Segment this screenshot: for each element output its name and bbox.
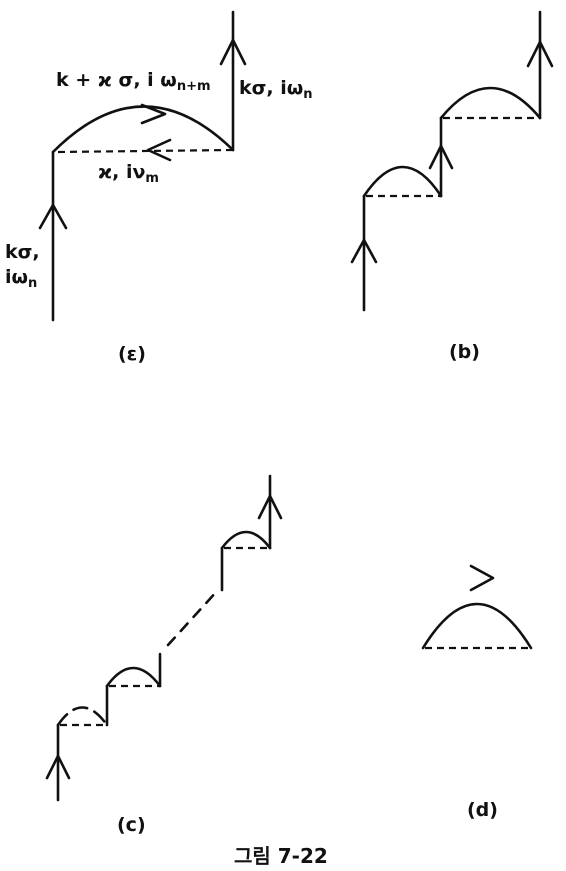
panel-d-arrow <box>469 564 495 592</box>
panel-a-phonon-label: ϰ, iνm <box>98 161 159 186</box>
panel-c-diagram <box>45 474 283 802</box>
panel-b-arrow-1 <box>350 238 378 264</box>
panel-b-diagram <box>350 10 554 312</box>
panel-c-loop-3 <box>220 530 272 550</box>
panel-a-electron-loop <box>51 105 235 154</box>
panel-a-incoming-label-line2-main: iω <box>5 266 29 288</box>
panel-a-loop-arrow <box>140 103 167 125</box>
panel-c-arrow-2 <box>257 494 283 520</box>
panel-a-phonon-label-sub: m <box>145 171 159 186</box>
panel-a-incoming-label-line1: kσ, <box>5 243 40 262</box>
panel-a-outgoing-arrow <box>219 38 247 66</box>
panel-a-diagram <box>38 10 247 322</box>
panel-a-outgoing-label: kσ, iωn <box>239 77 313 102</box>
panel-a-loop-label: k + ϰ σ, i ωn+m <box>56 69 211 94</box>
panel-d-loop <box>421 602 533 650</box>
panel-b-loop-2 <box>439 86 542 120</box>
panel-a-incoming-label-line1-text: kσ, <box>5 241 40 263</box>
panel-d-diagram <box>421 564 533 650</box>
panel-d-label: (d) <box>467 799 498 821</box>
panel-c-arrow-1 <box>45 754 71 780</box>
panel-a-incoming-arrow <box>38 203 68 230</box>
panel-a-incoming-label-line2-sub: n <box>28 276 38 291</box>
panel-a-phonon-label-main: ϰ, iν <box>98 161 146 183</box>
panel-b-arrow-3 <box>526 40 554 68</box>
panel-a-outgoing-label-sub: n <box>303 87 313 102</box>
panel-c-continuation <box>166 588 220 647</box>
panel-b-loop-1 <box>362 165 443 198</box>
panel-c-loop-1 <box>56 706 109 727</box>
panel-a-label: (ε) <box>118 343 146 365</box>
panel-c-label: (c) <box>117 814 146 836</box>
panel-a-loop-label-sub: n+m <box>176 79 211 94</box>
panel-a-loop-label-main: k + ϰ σ, i ω <box>56 69 177 91</box>
panel-c-loop-2 <box>105 666 162 688</box>
panel-a-incoming-label-line2: iωn <box>5 266 38 291</box>
panel-a-phonon-line <box>57 148 233 154</box>
panel-b-arrow-2 <box>428 144 454 170</box>
panel-a-phonon-arrow <box>146 138 172 162</box>
figure-caption: 그림 7-22 <box>234 844 328 868</box>
panel-b-label: (b) <box>449 341 480 363</box>
panel-a-outgoing-label-main: kσ, iω <box>239 77 304 99</box>
